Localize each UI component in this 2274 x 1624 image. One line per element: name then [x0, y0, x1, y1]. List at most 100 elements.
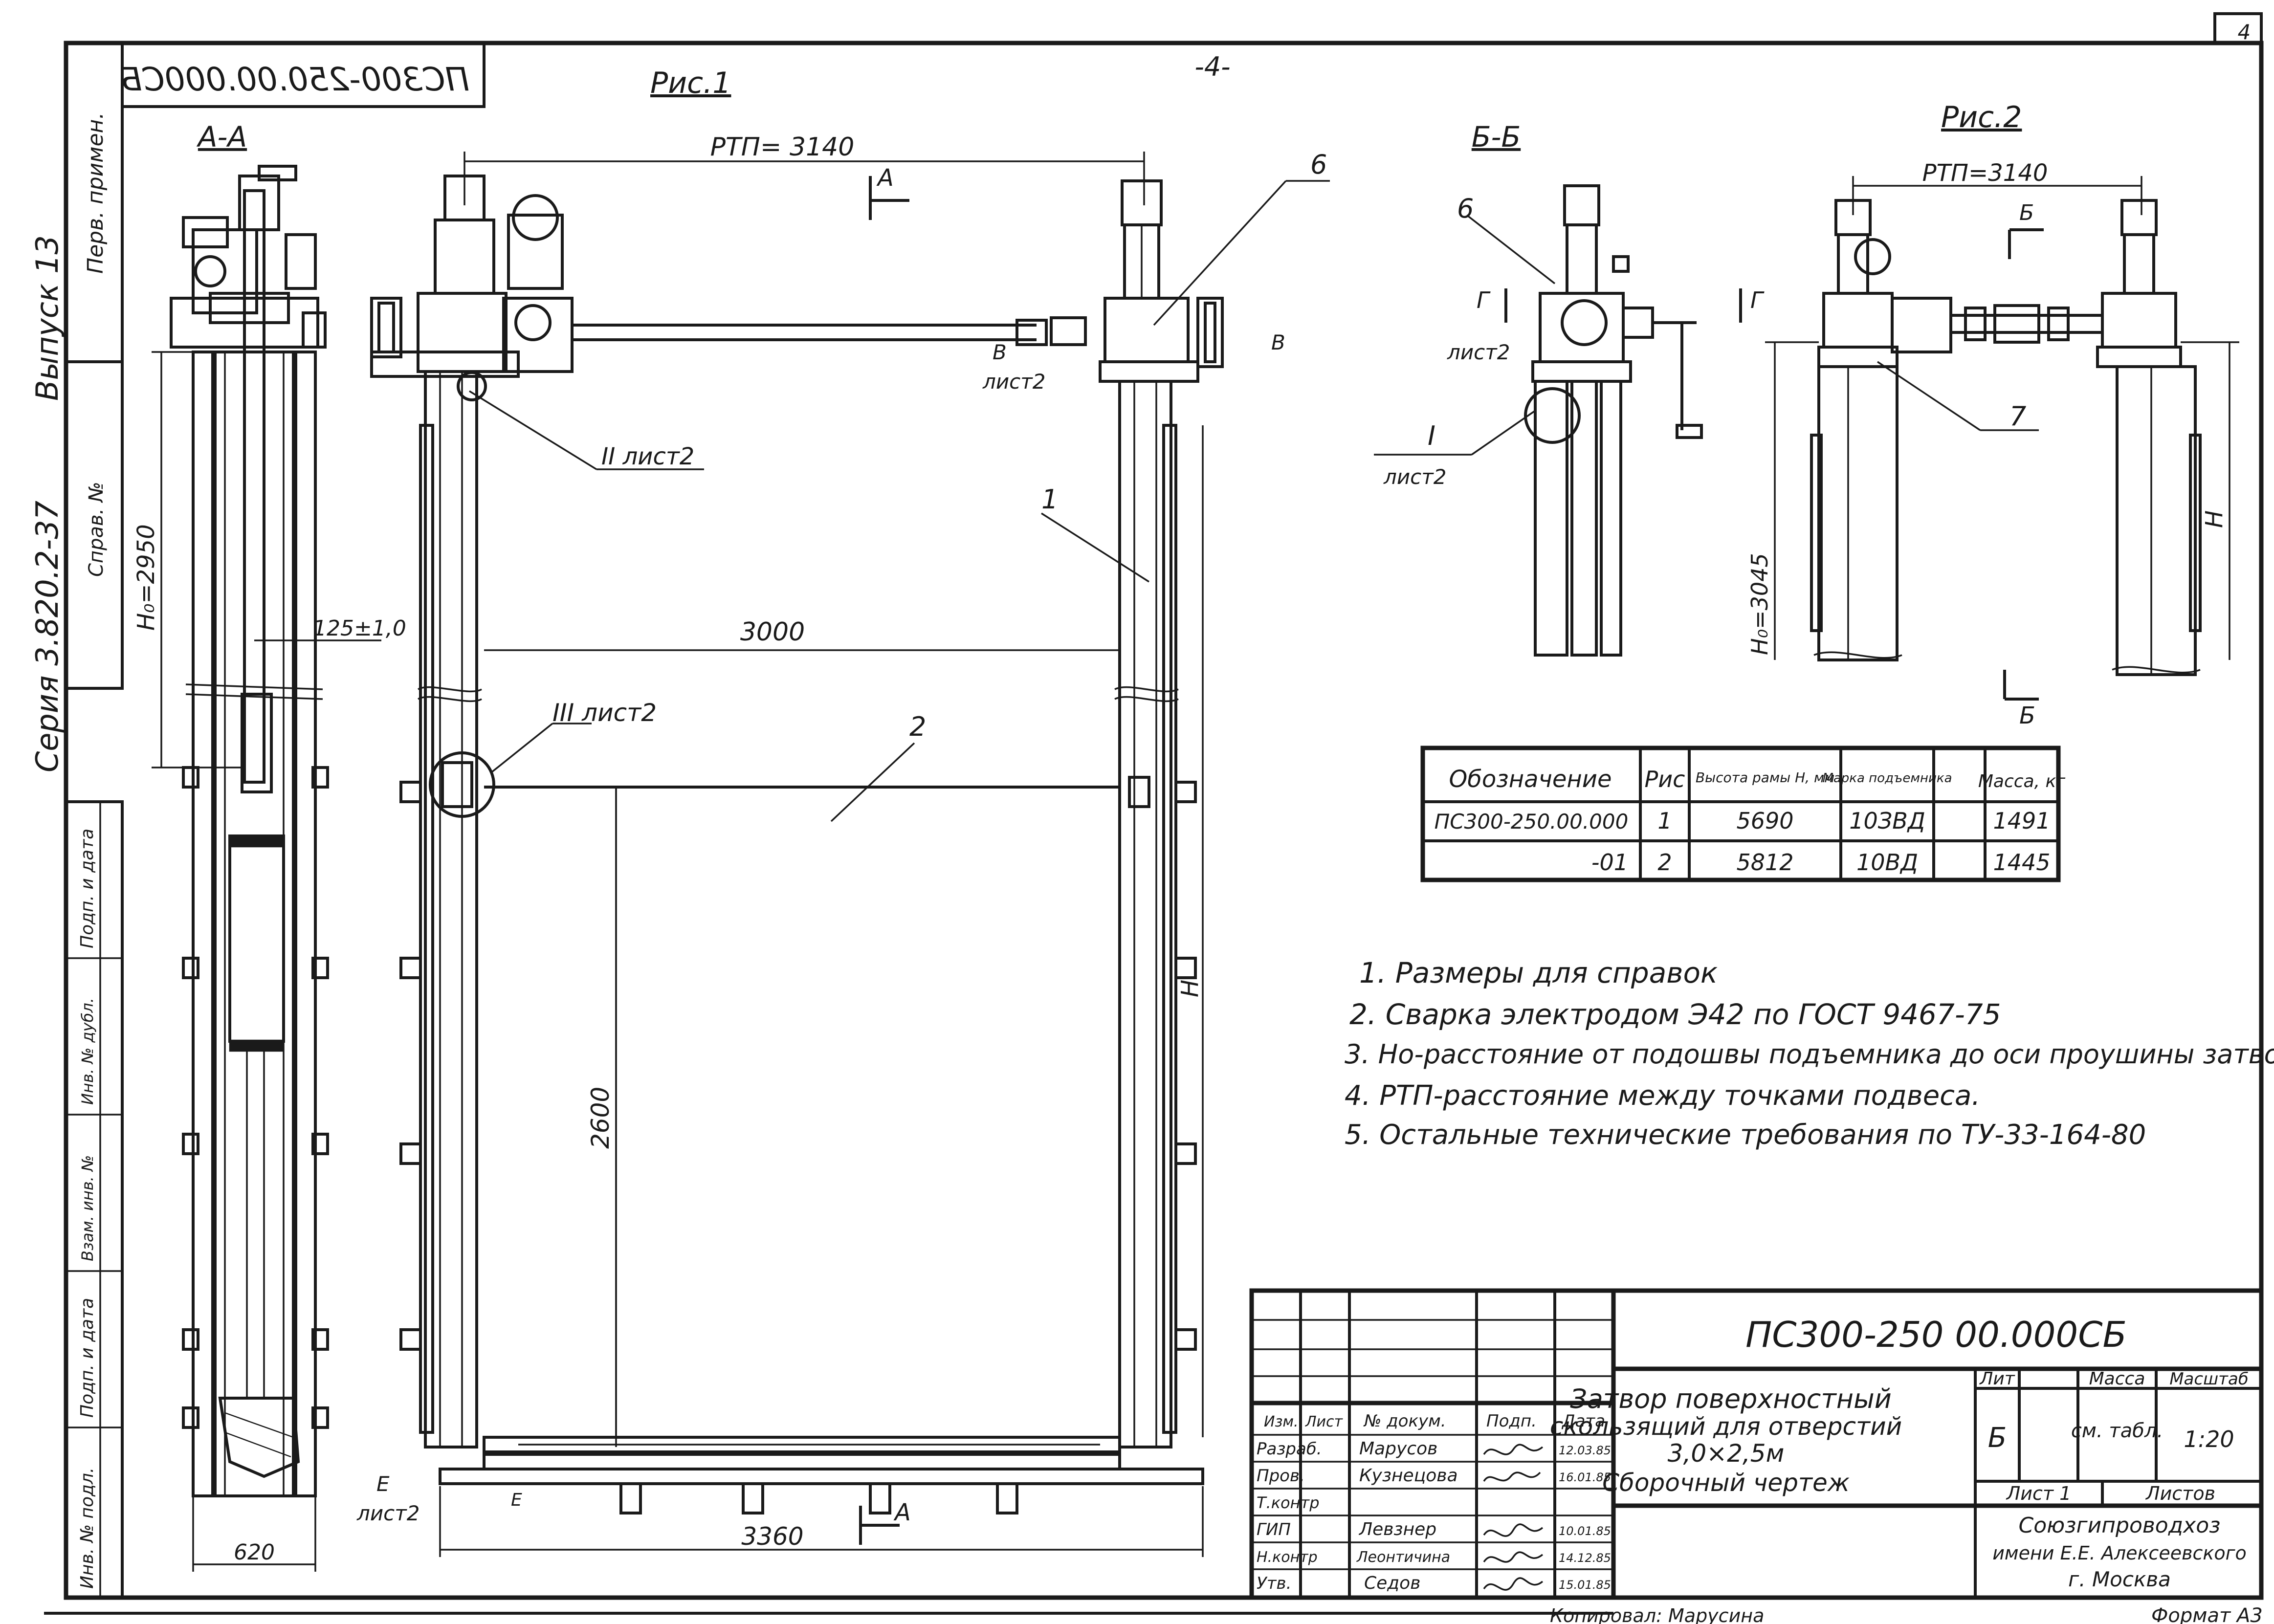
sidebar-label-dup-no: Инв. № дубл.	[78, 998, 97, 1105]
fig1-pos-1: 1	[1041, 484, 1058, 515]
fig1-elevation: Рис.1	[370, 66, 1330, 1557]
fig1-pos-6: 6	[1310, 149, 1327, 180]
title-code: ПС300-250 00.000СБ	[1745, 1314, 2127, 1355]
role-4: Н.контр	[1257, 1549, 1318, 1566]
sidebar-label-sign-date-2: Подп. и дата	[77, 1298, 97, 1418]
fig1-ref-3-list: III лист2	[552, 699, 657, 727]
footer-format: Формат А3	[2151, 1604, 2263, 1624]
fig1-callout-e-small: Е	[511, 1490, 522, 1510]
fig2-dim-h0: Н₀=3045	[1746, 553, 1773, 655]
fig2-pos-7: 7	[2009, 401, 2026, 432]
scale-value: 1:20	[2184, 1426, 2234, 1452]
spec-r2-hoist: 10ВД	[1856, 849, 1918, 876]
fig2-callout-g-left: Г	[1477, 287, 1491, 313]
fig2-rtp: РТП=3140	[1922, 159, 2048, 187]
spec-table	[1420, 746, 2061, 882]
fig2-label-b-top: Б	[2019, 200, 2034, 225]
note-4: 4. РТП-расстояние между точками подвеса.	[1345, 1080, 1980, 1112]
series-label: Серия 3.820.2-37	[29, 501, 65, 772]
role-0-name: Марусов	[1359, 1439, 1437, 1459]
title-name-1: Затвор поверхностный	[1570, 1383, 1892, 1414]
role-0-date: 12.03.85	[1559, 1444, 1611, 1457]
mass-value: см. табл.	[2071, 1420, 2163, 1442]
col-header-sign: Подп.	[1486, 1411, 1537, 1431]
org-line-1: Союзгипроводхоз	[2018, 1513, 2220, 1538]
notes: 1. Размеры для справок 2. Сварка электро…	[1345, 956, 2274, 1151]
lit-value: Б	[1988, 1422, 2007, 1454]
org-line-2: имени Е.Е. Алексеевского	[1992, 1542, 2247, 1564]
fig2-title: Рис.2	[1941, 100, 2022, 134]
role-1-name: Кузнецова	[1359, 1466, 1458, 1486]
left-sidebar	[65, 42, 124, 1599]
role-4-date: 14.12.85	[1559, 1551, 1611, 1565]
fig1-callout-b-list: лист2	[982, 370, 1045, 394]
sidebar-label-orig-no: Инв. № подл.	[77, 1468, 97, 1589]
spec-header-hoist: Марка подъемника	[1822, 771, 1952, 786]
role-5: Утв.	[1257, 1574, 1291, 1593]
sidebar-label-ref-no: Справ. №	[85, 482, 108, 577]
issue-label: Выпуск 13	[29, 235, 65, 401]
note-5: 5. Остальные технические требования по Т…	[1345, 1119, 2146, 1151]
col-header-doc: № докум.	[1363, 1411, 1446, 1431]
role-3-date: 10.01.85	[1559, 1524, 1611, 1538]
role-5-date: 15.01.85	[1559, 1578, 1611, 1592]
role-0: Разраб.	[1257, 1439, 1322, 1459]
fig2-ref-g-list: лист2	[1447, 340, 1510, 364]
role-1-date: 16.01.85	[1559, 1470, 1611, 1484]
fig1-callout-a-top: А	[876, 164, 894, 192]
fig1-dim-3000: 3000	[740, 617, 805, 647]
section-bb-label: Б-Б	[1472, 120, 1521, 154]
role-4-name: Леонтичина	[1356, 1549, 1450, 1566]
spec-r2-designation: -01	[1591, 849, 1628, 876]
fig1-label-h: Н	[1176, 980, 1204, 997]
col-header-list: Лист	[1305, 1413, 1344, 1430]
spec-header-mass: Масса, кг	[1978, 771, 2066, 791]
sheet-label: Лист 1	[2006, 1483, 2072, 1504]
spec-r2-height: 5812	[1736, 849, 1793, 876]
fig1-rtp: РТП= 3140	[710, 132, 855, 162]
spec-r2-mass: 1445	[1993, 849, 2050, 876]
dim-620: 620	[234, 1540, 275, 1565]
role-2: Т.контр	[1257, 1493, 1320, 1512]
sheets-label: Листов	[2145, 1483, 2215, 1504]
title-name-3: 3,0×2,5м	[1668, 1439, 1785, 1468]
sidebar-label-replace-no: Взам. инв. №	[78, 1155, 97, 1261]
spec-header-height: Высота рамы Н, мм	[1696, 769, 1834, 786]
col-header-date: Дата	[1561, 1411, 1605, 1431]
role-3-name: Левзнер	[1358, 1519, 1436, 1539]
fig1-callout-b-right: В	[1271, 330, 1285, 354]
role-5-name: Седов	[1364, 1573, 1420, 1593]
fig1-callout-a-bottom: А	[893, 1499, 911, 1526]
sheet-mark-top: -4-	[1194, 51, 1230, 82]
title-name-4: Сборочный чертеж	[1602, 1469, 1850, 1497]
role-1: Пров.	[1257, 1466, 1305, 1486]
fig2-bb-pos-6: 6	[1457, 193, 1474, 224]
spec-r1-fig: 1	[1657, 808, 1672, 834]
spec-r2-fig: 2	[1657, 849, 1672, 876]
fig2-label-h: Н	[2201, 510, 2228, 528]
note-2: 2. Сварка электродом Э42 по ГОСТ 9467-75	[1349, 998, 2001, 1031]
section-aa-view: А-А	[152, 120, 381, 1572]
fig1-callout-e: Е	[376, 1472, 390, 1496]
fig1-dim-3360: 3360	[741, 1522, 803, 1551]
fig2-views: Б-Б Рис.2	[1374, 100, 2239, 701]
spec-r1-hoist: 10ЗВД	[1849, 808, 1925, 834]
mass-header: Масса	[2089, 1369, 2145, 1389]
spec-header-designation: Обозначение	[1449, 766, 1612, 793]
role-3: ГИП	[1257, 1520, 1291, 1539]
lit-header: Лит	[1979, 1369, 2015, 1389]
note-1: 1. Размеры для справок	[1359, 956, 1718, 989]
title-name-2: скользящий для отверстий	[1550, 1412, 1902, 1441]
signatures	[1483, 1444, 1544, 1591]
footer-copied: Копировал: Марусина	[1550, 1605, 1764, 1624]
dim-125: 125±1,0	[313, 616, 406, 641]
dim-h0-aa: Н₀=2950	[132, 524, 160, 631]
sidebar-label-sign-date-1: Подп. и дата	[77, 829, 97, 948]
spec-r1-mass: 1491	[1993, 808, 2050, 834]
fig2-callout-g-right: Г	[1750, 287, 1765, 313]
fig1-callout-b: В	[993, 340, 1007, 364]
fig1-ref-2-list: II лист2	[601, 443, 694, 470]
col-header-izm: Изм.	[1264, 1413, 1299, 1430]
scale-header: Масштаб	[2169, 1369, 2249, 1389]
